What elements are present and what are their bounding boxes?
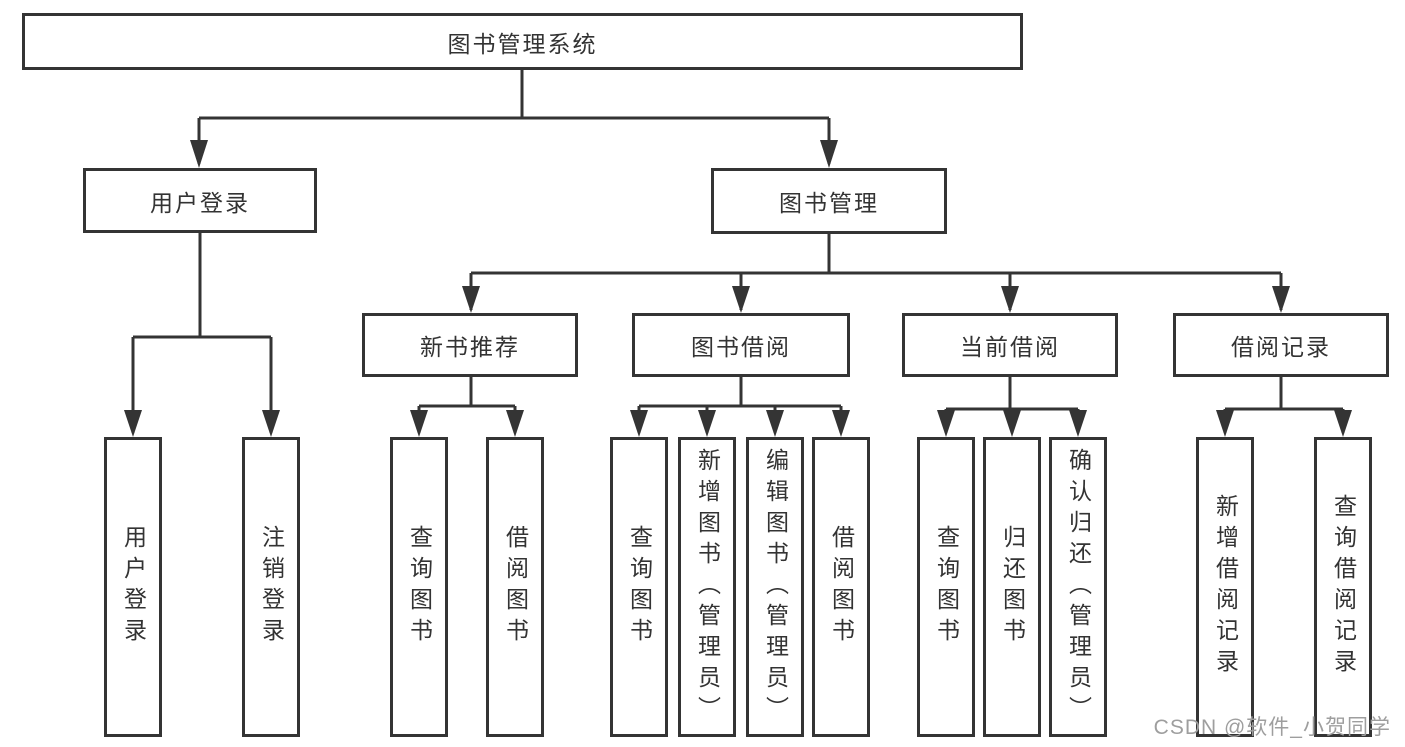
leaf-confirm-return-admin: 确认归还（管理员） <box>1049 437 1107 737</box>
node-user-login: 用户登录 <box>83 168 317 233</box>
leaf-return-book-label: 归还图书 <box>999 525 1026 649</box>
leaf-query-borrow-record-label: 查询借阅记录 <box>1330 494 1357 680</box>
node-library-management-system: 图书管理系统 <box>22 13 1023 70</box>
leaf-add-book-admin: 新增图书（管理员） <box>678 437 736 737</box>
node-book-borrow: 图书借阅 <box>632 313 850 377</box>
leaf-add-book-admin-label: 新增图书（管理员） <box>694 447 721 727</box>
node-book-management: 图书管理 <box>711 168 947 234</box>
leaf-borrow-books-recommend: 借阅图书 <box>486 437 544 737</box>
csdn-watermark: CSDN @软件_小贺同学 <box>1153 716 1391 739</box>
leaf-user-login: 用户登录 <box>104 437 162 737</box>
leaf-add-borrow-record-label: 新增借阅记录 <box>1212 494 1239 680</box>
leaf-borrow-books-borrow-label: 借阅图书 <box>828 525 855 649</box>
leaf-borrow-books-recommend-label: 借阅图书 <box>502 525 529 649</box>
node-new-book-recommend: 新书推荐 <box>362 313 578 377</box>
node-borrow-records: 借阅记录 <box>1173 313 1389 377</box>
leaf-query-books-recommend-label: 查询图书 <box>406 525 433 649</box>
leaf-confirm-return-admin-label: 确认归还（管理员） <box>1065 447 1092 727</box>
leaf-logout: 注销登录 <box>242 437 300 737</box>
leaf-query-borrow-record: 查询借阅记录 <box>1314 437 1372 737</box>
leaf-return-book: 归还图书 <box>983 437 1041 737</box>
leaf-edit-book-admin: 编辑图书（管理员） <box>746 437 804 737</box>
leaf-query-books-current-label: 查询图书 <box>933 525 960 649</box>
leaf-add-borrow-record: 新增借阅记录 <box>1196 437 1254 737</box>
leaf-query-books-borrow: 查询图书 <box>610 437 668 737</box>
leaf-query-books-current: 查询图书 <box>917 437 975 737</box>
node-current-borrow: 当前借阅 <box>902 313 1118 377</box>
leaf-query-books-recommend: 查询图书 <box>390 437 448 737</box>
leaf-user-login-label: 用户登录 <box>120 525 147 649</box>
leaf-query-books-borrow-label: 查询图书 <box>626 525 653 649</box>
leaf-edit-book-admin-label: 编辑图书（管理员） <box>762 447 789 727</box>
leaf-logout-label: 注销登录 <box>258 525 285 649</box>
leaf-borrow-books-borrow: 借阅图书 <box>812 437 870 737</box>
